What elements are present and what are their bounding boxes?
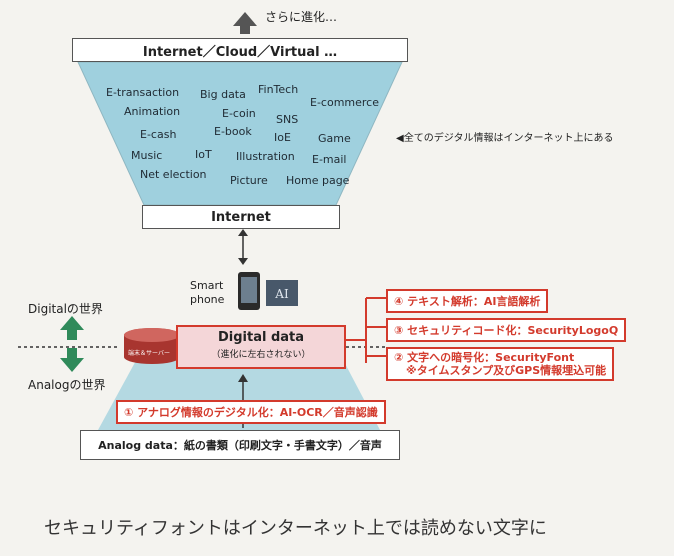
cloud-keyword: E-book <box>214 125 252 138</box>
green-down-arrow-icon <box>60 348 84 372</box>
server-icon <box>124 328 180 342</box>
cloud-keyword: E-cash <box>140 128 177 141</box>
cloud-keyword: IoT <box>195 148 212 161</box>
cloud-keyword: Illustration <box>236 150 295 163</box>
cloud-keyword: E-commerce <box>310 96 379 109</box>
cloud-keyword: Animation <box>124 105 181 118</box>
cloud-keyword: Music <box>131 149 163 162</box>
internet-box: Internet <box>142 205 340 229</box>
cloud-keyword: E-mail <box>312 153 347 166</box>
tag-security-code: ③ セキュリティコード化：SecurityLogoQ <box>386 318 627 342</box>
top-note: さらに進化… <box>265 10 338 24</box>
caption: セキュリティフォントはインターネット上では読めない文字に <box>44 518 547 539</box>
tag-encryption-line1: ② 文字への暗号化：SecurityFont <box>394 351 575 364</box>
digital-data-title: Digital data <box>217 330 305 345</box>
smartphone-label-line2: phone <box>190 293 225 306</box>
ai-image-icon <box>266 280 298 306</box>
analog-up-arrow-icon <box>238 374 248 382</box>
double-arrow-up-icon <box>238 229 248 236</box>
digital-data-box: Digital data （進化に左右されない） <box>176 325 346 369</box>
internet-cloud-virtual-box: Internet／Cloud／Virtual … <box>72 38 408 62</box>
side-note: ◀全てのデジタル情報はインターネット上にある <box>396 133 614 144</box>
tag-analog-digitization: ① アナログ情報のデジタル化：AI-OCR／音声認識 <box>116 400 386 424</box>
digital-data-subtitle: （進化に左右されない） <box>211 350 311 360</box>
cloud-keyword: Home page <box>286 174 350 187</box>
cloud-keyword: Net election <box>140 168 207 181</box>
cloud-keyword: Big data <box>200 88 246 101</box>
cloud-keyword: SNS <box>276 113 299 126</box>
cloud-keyword: E-coin <box>222 107 256 120</box>
double-arrow-down-icon <box>238 258 248 265</box>
smartphone-label: Smart phone <box>190 279 224 307</box>
cloud-keyword: IoE <box>274 131 291 144</box>
smartphone-label-line1: Smart <box>190 279 224 292</box>
analog-data-box: Analog data：紙の書類（印刷文字・手書文字）／音声 <box>80 430 400 460</box>
cloud-keyword: FinTech <box>258 83 299 96</box>
svg-text:AI: AI <box>274 287 289 301</box>
digital-world-label: Digitalの世界 <box>28 302 103 316</box>
cloud-keyword: Game <box>318 132 351 145</box>
tag-encryption-line2: ※タイムスタンプ及びGPS情報埋込可能 <box>406 364 607 377</box>
cloud-keyword: Picture <box>230 174 268 187</box>
cloud-keyword: E-transaction <box>106 86 180 99</box>
tag-text-analysis: ④ テキスト解析：AI言語解析 <box>386 289 549 313</box>
analog-world-label: Analogの世界 <box>28 378 106 392</box>
tag-encryption: ② 文字への暗号化：SecurityFont ※タイムスタンプ及びGPS情報埋込… <box>386 347 615 381</box>
server-label: 端末＆サーバー <box>128 350 170 357</box>
up-arrow-icon <box>233 12 257 34</box>
green-up-arrow-icon <box>60 316 84 340</box>
